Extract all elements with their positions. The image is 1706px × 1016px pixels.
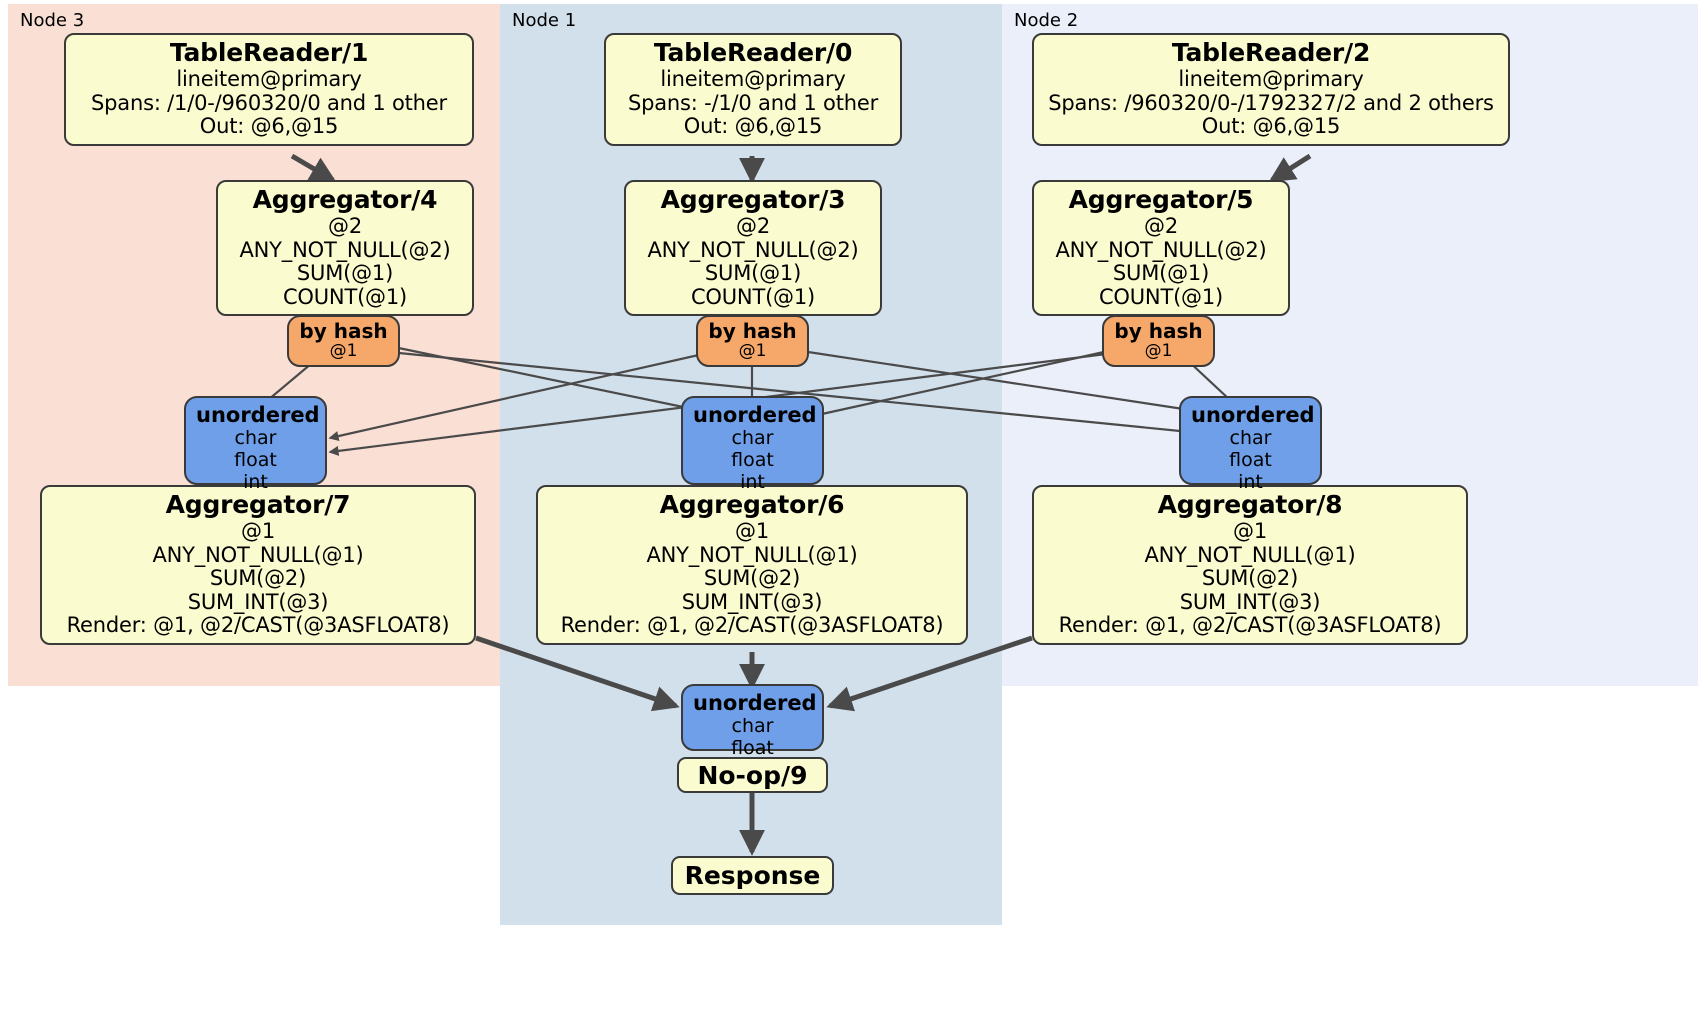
aggregator-5-title: Aggregator/5	[1068, 185, 1254, 214]
unordered-node2-type1: char	[1229, 427, 1272, 450]
unordered-final-type2: float	[731, 737, 774, 760]
aggregator-7-agg1: ANY_NOT_NULL(@1)	[152, 542, 364, 567]
unordered-node3-title: unordered	[196, 403, 320, 427]
unordered-node1-type1: char	[731, 427, 774, 450]
tablereader-1-out: Out: @6,@15	[199, 114, 339, 139]
router-by-hash-node3[interactable]: by hash @1	[287, 315, 400, 367]
processor-aggregator-6[interactable]: Aggregator/6 @1 ANY_NOT_NULL(@1) SUM(@2)…	[536, 485, 968, 645]
unordered-node2-title: unordered	[1191, 403, 1315, 427]
tablereader-1-title: TableReader/1	[169, 38, 369, 67]
by-hash-node3-detail: @1	[329, 341, 358, 361]
unordered-final-title: unordered	[693, 691, 817, 715]
tablereader-0-spans: Spans: -/1/0 and 1 other	[627, 90, 879, 115]
aggregator-6-render: Render: @1, @2/CAST(@3ASFLOAT8)	[560, 613, 944, 638]
aggregator-4-agg2: SUM(@1)	[296, 261, 394, 286]
aggregator-7-title: Aggregator/7	[165, 490, 351, 519]
by-hash-node2-title: by hash	[1114, 319, 1203, 343]
aggregator-5-groupby: @2	[1144, 214, 1178, 238]
tablereader-2-table: lineitem@primary	[1178, 67, 1364, 91]
aggregator-7-agg2: SUM(@2)	[209, 566, 307, 591]
processor-tablereader-1[interactable]: TableReader/1 lineitem@primary Spans: /1…	[64, 33, 474, 146]
aggregator-4-title: Aggregator/4	[252, 185, 438, 214]
aggregator-5-agg3: COUNT(@1)	[1098, 284, 1224, 309]
aggregator-6-agg1: ANY_NOT_NULL(@1)	[646, 542, 858, 567]
aggregator-6-groupby: @1	[735, 519, 769, 543]
aggregator-3-title: Aggregator/3	[660, 185, 846, 214]
tablereader-2-title: TableReader/2	[1171, 38, 1371, 67]
unordered-node3-type1: char	[234, 427, 277, 450]
aggregator-3-agg2: SUM(@1)	[704, 261, 802, 286]
aggregator-7-groupby: @1	[241, 519, 275, 543]
aggregator-7-agg3: SUM_INT(@3)	[187, 589, 329, 614]
tablereader-0-table: lineitem@primary	[660, 67, 846, 91]
aggregator-5-agg1: ANY_NOT_NULL(@2)	[1055, 237, 1267, 262]
aggregator-4-groupby: @2	[328, 214, 362, 238]
unordered-node3-type2: float	[234, 449, 277, 472]
processor-noop-9[interactable]: No-op/9	[677, 757, 828, 793]
aggregator-3-agg1: ANY_NOT_NULL(@2)	[647, 237, 859, 262]
processor-tablereader-0[interactable]: TableReader/0 lineitem@primary Spans: -/…	[604, 33, 902, 146]
aggregator-8-agg3: SUM_INT(@3)	[1179, 589, 1321, 614]
aggregator-6-agg2: SUM(@2)	[703, 566, 801, 591]
processor-aggregator-3[interactable]: Aggregator/3 @2 ANY_NOT_NULL(@2) SUM(@1)…	[624, 180, 882, 317]
synchronizer-unordered-node3[interactable]: unordered char float int	[184, 396, 327, 493]
aggregator-4-agg3: COUNT(@1)	[282, 284, 408, 309]
unordered-node2-type2: float	[1229, 449, 1272, 472]
aggregator-8-render: Render: @1, @2/CAST(@3ASFLOAT8)	[1058, 613, 1442, 638]
tablereader-2-spans: Spans: /960320/0-/1792327/2 and 2 others	[1048, 90, 1494, 115]
unordered-node1-type2: float	[731, 449, 774, 472]
aggregator-8-groupby: @1	[1233, 519, 1267, 543]
node-label-node3: Node 3	[20, 10, 85, 31]
processor-aggregator-8[interactable]: Aggregator/8 @1 ANY_NOT_NULL(@1) SUM(@2)…	[1032, 485, 1468, 645]
tablereader-0-title: TableReader/0	[653, 38, 853, 67]
response-title: Response	[684, 861, 821, 890]
aggregator-5-agg2: SUM(@1)	[1112, 261, 1210, 286]
aggregator-6-title: Aggregator/6	[659, 490, 845, 519]
aggregator-8-agg1: ANY_NOT_NULL(@1)	[1144, 542, 1356, 567]
by-hash-node1-title: by hash	[708, 319, 797, 343]
by-hash-node1-detail: @1	[738, 341, 767, 361]
unordered-final-type1: char	[731, 715, 774, 738]
aggregator-6-agg3: SUM_INT(@3)	[681, 589, 823, 614]
by-hash-node3-title: by hash	[299, 319, 388, 343]
aggregator-8-title: Aggregator/8	[1157, 490, 1343, 519]
aggregator-3-agg3: COUNT(@1)	[690, 284, 816, 309]
unordered-node3-type3: int	[243, 471, 268, 494]
processor-aggregator-7[interactable]: Aggregator/7 @1 ANY_NOT_NULL(@1) SUM(@2)…	[40, 485, 476, 645]
router-by-hash-node2[interactable]: by hash @1	[1102, 315, 1215, 367]
by-hash-node2-detail: @1	[1144, 341, 1173, 361]
synchronizer-unordered-node2[interactable]: unordered char float int	[1179, 396, 1322, 493]
tablereader-2-out: Out: @6,@15	[1201, 114, 1341, 139]
node-label-node2: Node 2	[1014, 10, 1079, 31]
unordered-node1-title: unordered	[693, 403, 817, 427]
tablereader-1-table: lineitem@primary	[176, 67, 362, 91]
processor-tablereader-2[interactable]: TableReader/2 lineitem@primary Spans: /9…	[1032, 33, 1510, 146]
aggregator-4-agg1: ANY_NOT_NULL(@2)	[239, 237, 451, 262]
noop-9-title: No-op/9	[697, 760, 808, 790]
node-label-node1: Node 1	[512, 10, 577, 31]
aggregator-3-groupby: @2	[736, 214, 770, 238]
unordered-node2-type3: int	[1238, 471, 1263, 494]
aggregator-7-render: Render: @1, @2/CAST(@3ASFLOAT8)	[66, 613, 450, 638]
unordered-node1-type3: int	[740, 471, 765, 494]
synchronizer-unordered-final[interactable]: unordered char float	[681, 684, 824, 759]
aggregator-8-agg2: SUM(@2)	[1201, 566, 1299, 591]
processor-response[interactable]: Response	[671, 856, 834, 895]
tablereader-1-spans: Spans: /1/0-/960320/0 and 1 other	[91, 90, 447, 115]
processor-aggregator-4[interactable]: Aggregator/4 @2 ANY_NOT_NULL(@2) SUM(@1)…	[216, 180, 474, 317]
router-by-hash-node1[interactable]: by hash @1	[696, 315, 809, 367]
synchronizer-unordered-node1[interactable]: unordered char float int	[681, 396, 824, 493]
tablereader-0-out: Out: @6,@15	[683, 114, 823, 139]
processor-aggregator-5[interactable]: Aggregator/5 @2 ANY_NOT_NULL(@2) SUM(@1)…	[1032, 180, 1290, 317]
